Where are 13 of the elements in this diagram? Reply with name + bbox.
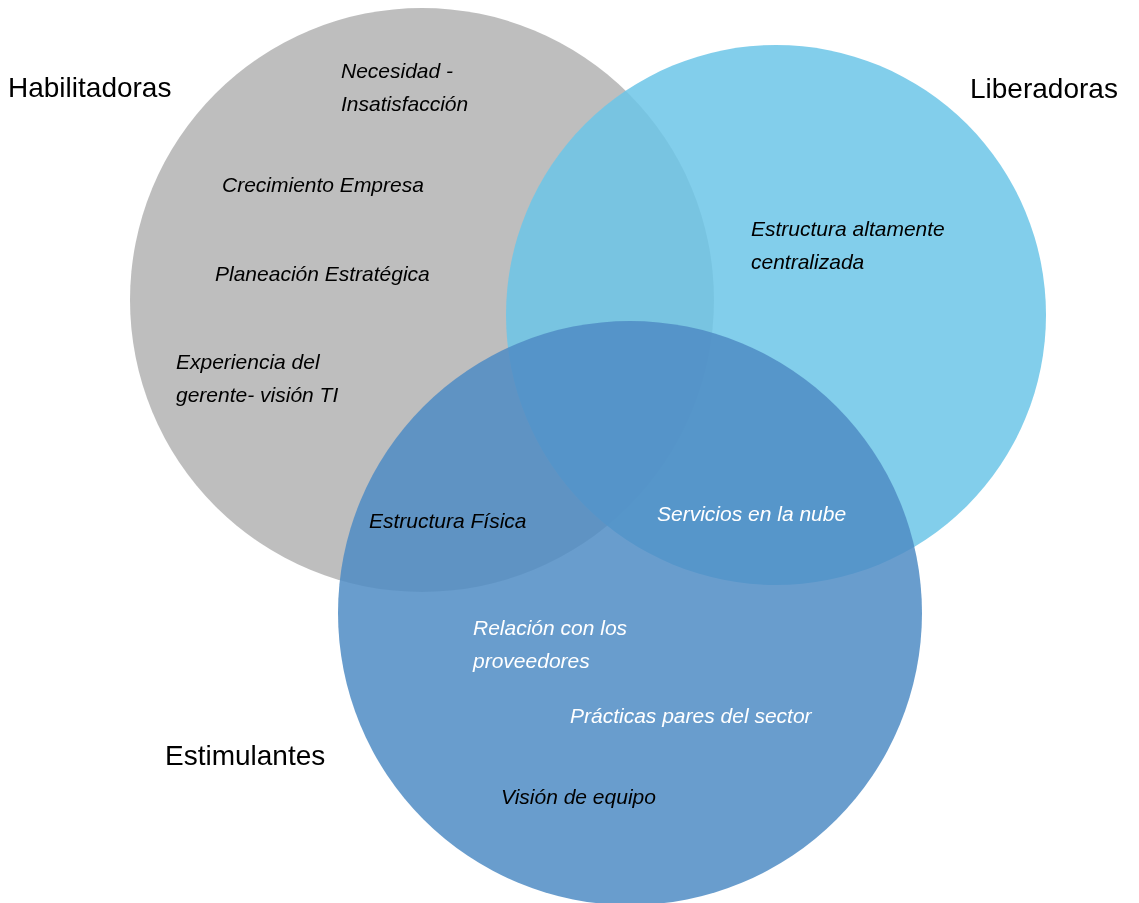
factor-label: Crecimiento Empresa bbox=[222, 172, 425, 198]
factor-label: Relación con los proveedores bbox=[473, 615, 629, 674]
factor-label: Planeación Estratégica bbox=[215, 261, 431, 287]
factor-label: Prácticas pares del sector bbox=[570, 703, 813, 729]
factor-label: Visión de equipo bbox=[501, 784, 657, 810]
set-title: Estimulantes bbox=[165, 740, 326, 772]
factor-label: Estructura Física bbox=[369, 508, 528, 534]
factor-label: Estructura altamente centralizada bbox=[751, 216, 946, 275]
factor-label: Necesidad - Insatisfacción bbox=[341, 58, 470, 117]
factor-label: Experiencia del gerente- visión TI bbox=[176, 349, 340, 408]
set-title: Habilitadoras bbox=[8, 72, 172, 104]
set-title: Liberadoras bbox=[970, 73, 1118, 105]
factor-label: Servicios en la nube bbox=[657, 501, 848, 527]
